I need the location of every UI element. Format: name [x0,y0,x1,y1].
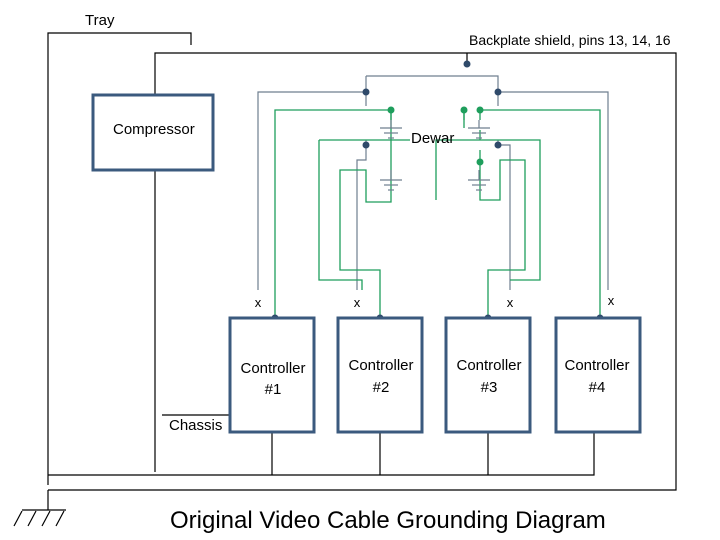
controller-3-box [444,316,532,434]
frame-wiring [47,32,677,491]
junction-node [362,88,370,96]
chassis-label: Chassis [169,417,222,434]
dewar-label: Dewar [411,130,454,147]
junction-node [463,60,471,68]
controller-1-label: Controller [240,360,305,377]
junction-node [476,106,484,114]
no-connect-mark: x [507,295,514,310]
junction-node [476,158,484,166]
controller-2-number: #2 [373,379,390,396]
controller-4-label: Controller [564,357,629,374]
controller-1-number: #1 [265,381,282,398]
chassis-ground-symbols [380,120,490,191]
junction-node [460,106,468,114]
controller-4-number: #4 [589,379,606,396]
controller-4-box [554,316,642,434]
diagram-title: Original Video Cable Grounding Diagram [170,507,606,534]
no-connect-mark: x [354,295,361,310]
controller-2-label: Controller [348,357,413,374]
junction-node [387,106,395,114]
no-connect-mark: x [608,293,615,308]
no-connect-mark: x [255,295,262,310]
junction-node [362,141,370,149]
controller-2-box [336,316,424,434]
junction-node [494,141,502,149]
earth-ground-icon [13,490,66,527]
junction-node [494,88,502,96]
ground-symbol-icon [468,127,490,139]
compressor-box [91,93,215,172]
controller-1-box [228,316,316,434]
compressor-label: Compressor [113,121,195,138]
controller-3-label: Controller [456,357,521,374]
ground-symbol-icon [468,179,490,191]
controller-3-number: #3 [481,379,498,396]
shield-wires [257,75,609,290]
backplate-label: Backplate shield, pins 13, 14, 16 [469,32,671,48]
junction-nodes [271,60,604,322]
ground-wires [274,109,601,318]
tray-label: Tray [85,12,115,29]
